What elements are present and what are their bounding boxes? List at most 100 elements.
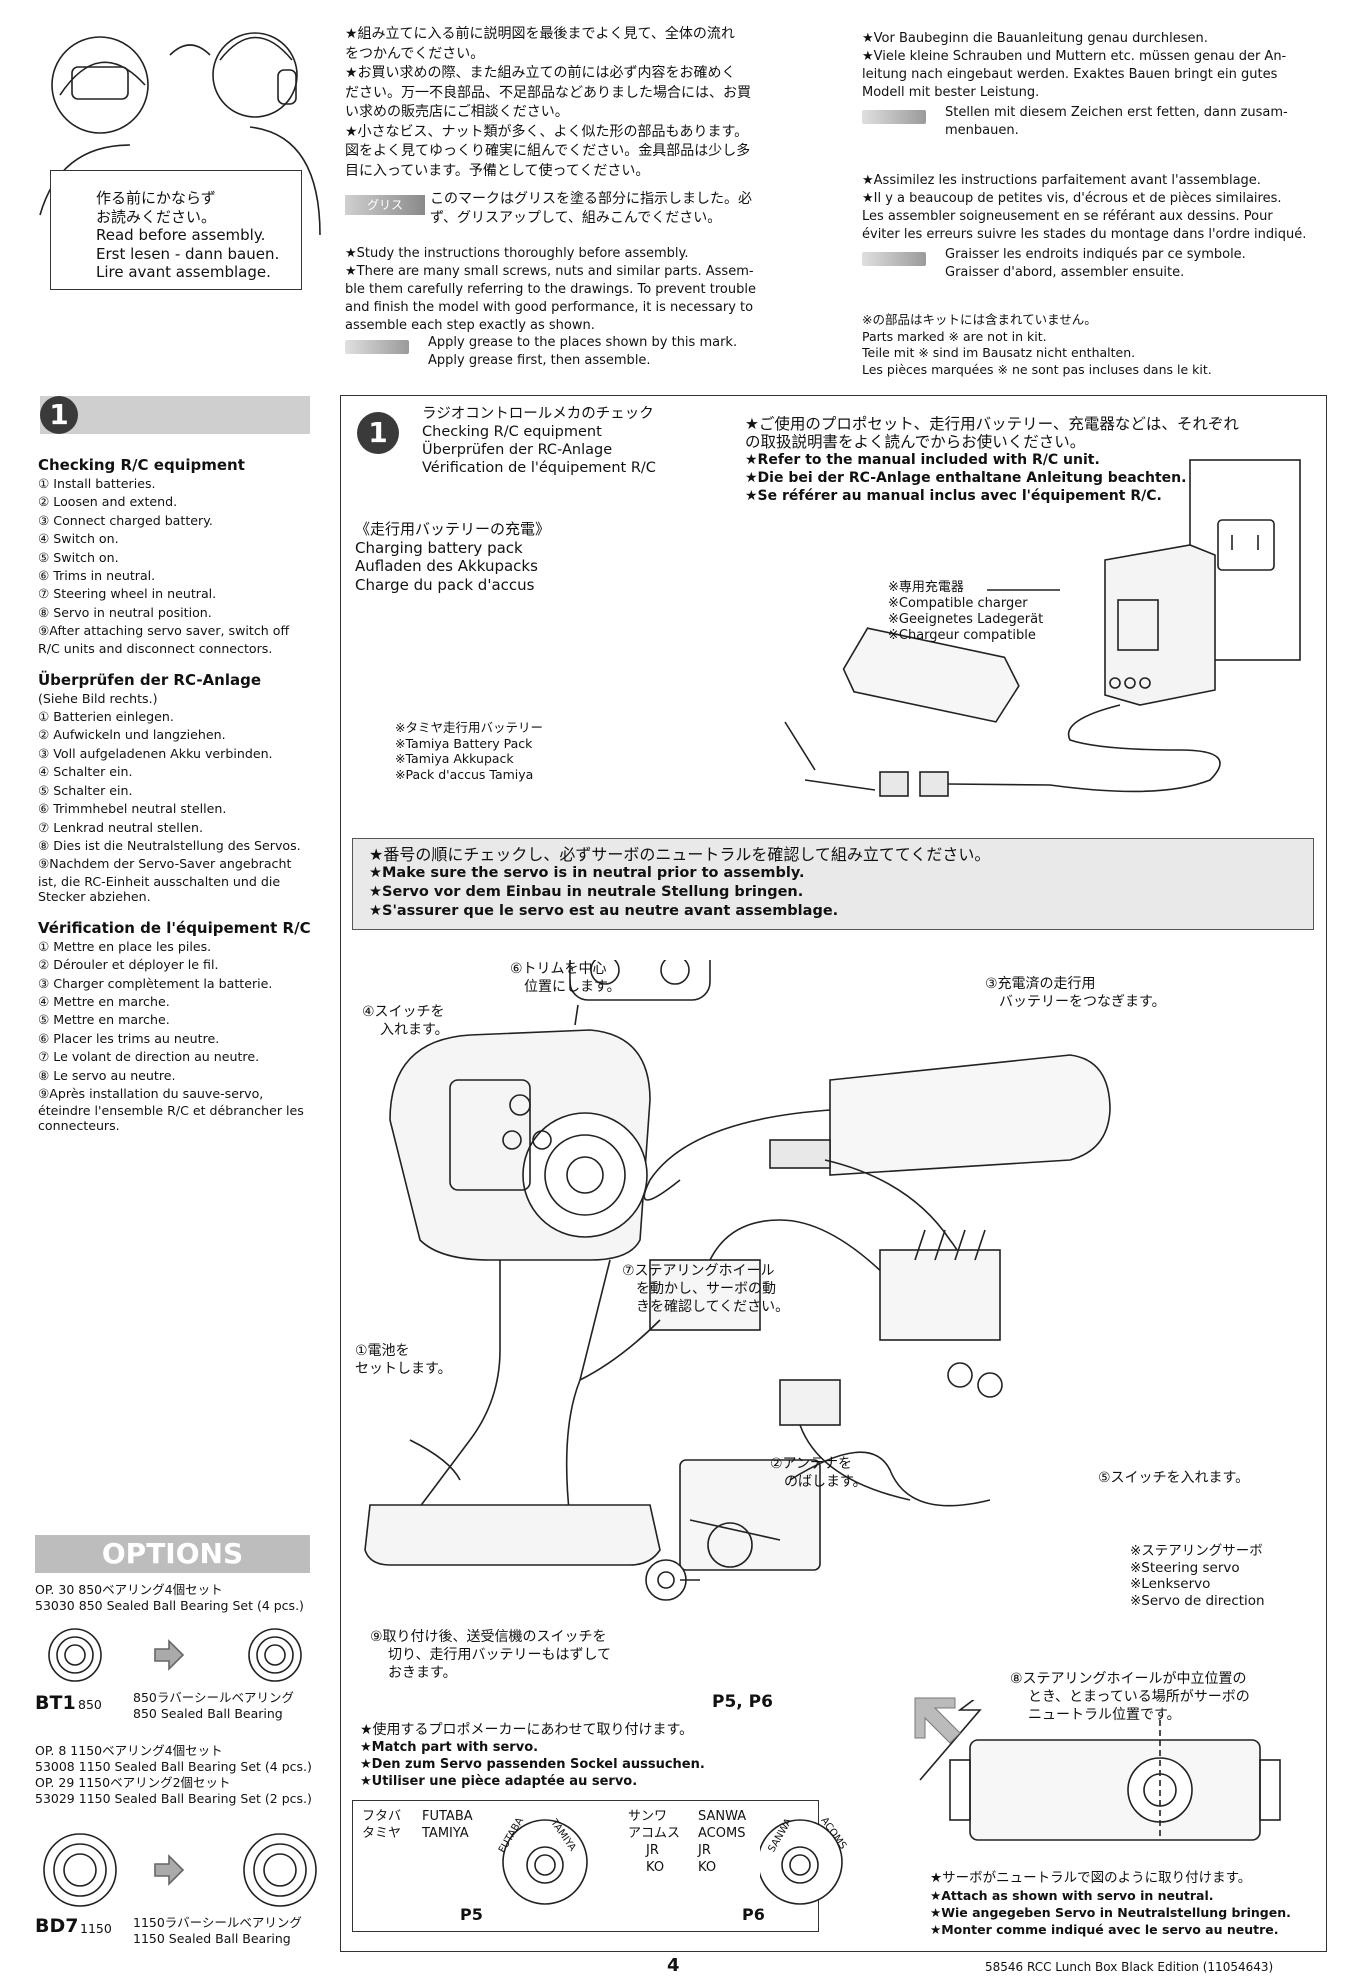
- intro-jp-line: ★お買い求めの際、また組み立ての前には必ず内容をお確めく: [345, 65, 736, 81]
- main-step-number: 1: [357, 412, 399, 454]
- intro-en-line: ★There are many small screws, nuts and s…: [345, 264, 754, 279]
- main-step-title: ラジオコントロールメカのチェック Checking R/C equipment …: [422, 405, 656, 477]
- callout-line: ④スイッチを: [362, 1004, 445, 1020]
- bd7-code: BD7: [35, 1915, 79, 1937]
- option-line: 53029 1150 Sealed Ball Bearing Set (2 pc…: [35, 1791, 312, 1806]
- intro-fr-line: éviter les erreurs suivre les stades du …: [862, 227, 1307, 242]
- battery-line: ※Tamiya Akkupack: [395, 751, 514, 766]
- sidebar-fr-item: ⑧ Le servo au neutre.: [38, 1067, 176, 1083]
- battery-line: ※Pack d'accus Tamiya: [395, 766, 534, 782]
- grease-mark-fr: [862, 252, 926, 266]
- maker-line: サンワ: [628, 1809, 668, 1824]
- intro-jp-line: ★小さなビス、ナット類が多く、よく似た形の部品もあります。: [345, 123, 749, 140]
- sidebar-en-item: ⑥ Trims in neutral.: [38, 568, 156, 584]
- servo-line: ※Steering servo: [1130, 1559, 1240, 1576]
- callout-line: おきます。: [388, 1665, 457, 1681]
- sidebar-de-item: ② Aufwickeln und langziehen.: [38, 727, 226, 743]
- neutral-line: ★Servo vor dem Einbau in neutrale Stellu…: [369, 884, 804, 900]
- intro-fr: ★Assimilez les instructions parfaitement…: [862, 172, 1306, 244]
- battery-line: ※タミヤ走行用バッテリー: [395, 720, 543, 735]
- sidebar-de-item: (Siehe Bild rechts.): [38, 690, 158, 706]
- sidebar-de-title: Überprüfen der RC-Anlage: [38, 670, 262, 689]
- step-title-line: Vérification de l'équipement R/C: [422, 460, 656, 476]
- neutral-line: ★番号の順にチェックし、必ずサーボのニュートラルを確認して組み立ててください。: [369, 845, 991, 864]
- callout-line: を動かし、サーボの動: [636, 1281, 776, 1297]
- bt1-code: BT1: [35, 1692, 76, 1714]
- bd7-bearing-diagram: [43, 1833, 317, 1907]
- grease-line: Graisser d'abord, assembler ensuite.: [945, 265, 1185, 280]
- sidebar-de-item: ⑧ Dies ist die Neutralstellung des Servo…: [38, 837, 301, 853]
- direction-arrow-icon: [914, 1697, 961, 1744]
- sidebar-de-item: ⑨Nachdem der Servo-Saver angebracht: [38, 856, 292, 872]
- maker-line: JR: [646, 1843, 659, 1858]
- main-step-box: [340, 395, 1327, 1952]
- maker-line: ACOMS: [698, 1826, 746, 1841]
- sign-line: お読みください。: [96, 207, 217, 226]
- maker-right-en: SANWA ACOMS JR KO: [698, 1808, 746, 1876]
- sidebar-fr-item: ⑦ Le volant de direction au neutre.: [38, 1049, 260, 1065]
- servo-line: ※Lenkservo: [1130, 1576, 1211, 1592]
- callout-line: 切り、走行用バッテリーもはずして: [388, 1647, 612, 1663]
- intro-en-line: assemble each step exactly as shown.: [345, 318, 595, 333]
- sidebar-fr-item: ⑥ Placer les trims au neutre.: [38, 1030, 220, 1046]
- intro-de-line: ★Vor Baubeginn die Bauanleitung genau du…: [862, 31, 1208, 46]
- propo-line: ★Refer to the manual included with R/C u…: [745, 452, 1100, 468]
- callout-line: きを確認してください。: [636, 1299, 790, 1315]
- intro-en-line: ble them carefully referring to the draw…: [345, 282, 756, 297]
- bd7-desc-line: 1150ラバーシールベアリング: [133, 1915, 302, 1930]
- intro-en-line: ★Study the instructions thoroughly befor…: [345, 246, 689, 261]
- callout-1: ①電池を セットします。: [355, 1342, 452, 1378]
- intro-jp: ★組み立てに入る前に説明図を最後までよく見て、全体の流れ をつかんでください。 …: [345, 25, 805, 181]
- sidebar-en-item: ⑨After attaching servo saver, switch off: [38, 623, 290, 639]
- maker-left-en: FUTABA TAMIYA: [422, 1808, 473, 1842]
- callout-line: バッテリーをつなぎます。: [999, 994, 1166, 1010]
- maker-line: FUTABA: [422, 1809, 473, 1824]
- grease-line: ず、グリスアップして、組みこんでください。: [430, 210, 722, 226]
- grease-line: Apply grease first, then assemble.: [428, 353, 651, 368]
- page-number: 4: [667, 1955, 680, 1976]
- match-line: ★Utiliser une pièce adaptée au servo.: [360, 1774, 638, 1789]
- bt1-desc-line: 850ラバーシールベアリング: [133, 1690, 294, 1705]
- battery-line: ※Tamiya Battery Pack: [395, 735, 533, 751]
- callout-3: ③充電済の走行用 バッテリーをつなぎます。: [985, 975, 1166, 1011]
- callout-line: ⑧ステアリングホイールが中立位置の: [1010, 1671, 1247, 1687]
- propo-note: ★ご使用のプロポセット、走行用バッテリー、充電器などは、それぞれ の取扱説明書を…: [745, 415, 1239, 505]
- sidebar-de-item: ④ Schalter ein.: [38, 764, 133, 780]
- maker-line: TAMIYA: [422, 1826, 469, 1841]
- propo-line: の取扱説明書をよく読んでからお使いください。: [745, 433, 1086, 451]
- intro-jp-line: 図をよく見てゆっくり確実に組んでください。金具部品は少し多: [345, 143, 751, 159]
- parts-note-line: ※の部品はキットには含まれていません。: [862, 312, 1097, 327]
- intro-en: ★Study the instructions thoroughly befor…: [345, 245, 756, 335]
- sidebar-fr-item: connecteurs.: [38, 1118, 120, 1134]
- options-header: OPTIONS: [35, 1535, 310, 1573]
- sidebar-en-item: ③ Connect charged battery.: [38, 512, 213, 528]
- sidebar-en-item: ⑤ Switch on.: [38, 549, 119, 565]
- intro-jp-line: 目に入っています。予備として使ってください。: [345, 162, 650, 179]
- neutral-notice: ★番号の順にチェックし、必ずサーボのニュートラルを確認して組み立ててください。 …: [352, 838, 1314, 930]
- charging-illustration: [784, 459, 1301, 797]
- options-item1: OP. 30 850ベアリング4個セット 53030 850 Sealed Ba…: [35, 1582, 304, 1614]
- p5p6-label: P5, P6: [712, 1692, 773, 1712]
- intro-jp-line: い求めの販売店にご相談ください。: [345, 104, 569, 120]
- sidebar-step-bar: [40, 396, 310, 434]
- callout-line: のばします。: [784, 1474, 867, 1490]
- callout-line: ニュートラル位置です。: [1028, 1707, 1181, 1723]
- intro-de-line: Modell mit bester Leistung.: [862, 85, 1040, 100]
- sidebar-en-item: R/C units and disconnect connectors.: [38, 640, 273, 656]
- maker-line: SANWA: [698, 1809, 747, 1824]
- bt1-desc: 850ラバーシールベアリング 850 Sealed Ball Bearing: [133, 1690, 294, 1722]
- maker-right-jp: サンワ アコムス JR KO: [628, 1808, 680, 1876]
- callout-line: ①電池を: [355, 1343, 410, 1359]
- charging-line: Charging battery pack: [355, 538, 523, 557]
- sidebar-de-item: ist, die RC-Einheit ausschalten und die: [38, 873, 281, 889]
- option-line: 53008 1150 Sealed Ball Bearing Set (4 pc…: [35, 1759, 312, 1774]
- callout-line: ⑨取り付け後、送受信機のスイッチを: [370, 1629, 607, 1645]
- charging-title: 《走行用バッテリーの充電》 Charging battery pack Aufl…: [355, 520, 550, 594]
- intro-en-line: and finish the model with good performan…: [345, 300, 754, 315]
- options-title: OPTIONS: [101, 1537, 244, 1570]
- sidebar-fr-title: Vérification de l'équipement R/C: [38, 918, 311, 937]
- charging-line: 《走行用バッテリーの充電》: [355, 520, 551, 538]
- options-item2: OP. 8 1150ベアリング4個セット 53008 1150 Sealed B…: [35, 1743, 312, 1807]
- grease-line: menbauen.: [945, 123, 1019, 138]
- attach-line: ★Wie angegeben Servo in Neutralstellung …: [930, 1905, 1291, 1920]
